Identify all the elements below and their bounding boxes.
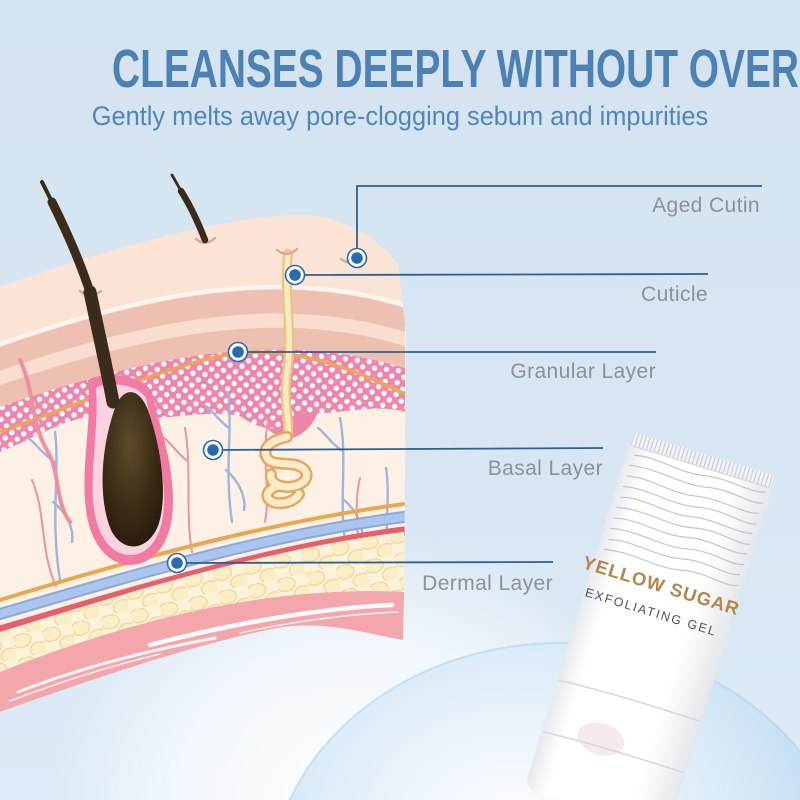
label-cuticle: Cuticle <box>641 283 708 306</box>
blood-vessels-thick <box>0 502 406 635</box>
label-dermal-layer: Dermal Layer <box>422 572 553 595</box>
leader-lines <box>176 185 762 564</box>
hair-follicle <box>84 375 174 565</box>
marker-dot-cuticle <box>284 264 306 286</box>
hair <box>40 173 209 409</box>
fat-layer <box>0 532 404 672</box>
page-title: CLEANSES DEEPLY WITHOUT OVER-DRYING <box>112 39 800 99</box>
muscle-layer <box>0 591 405 712</box>
marker-dots <box>166 247 368 574</box>
leader-line-cuticle <box>295 273 709 276</box>
cuticle-band-1 <box>0 289 405 371</box>
marker-dot-basal <box>202 439 224 461</box>
label-granular-layer: Granular Layer <box>510 360 656 383</box>
leader-line-aged-cutin <box>356 185 762 250</box>
tube-wavy-lines <box>603 454 766 587</box>
sweat-gland <box>259 249 313 510</box>
page-subtitle: Gently melts away pore-clogging sebum an… <box>91 101 709 131</box>
light-band <box>0 313 405 385</box>
skin-cross-section <box>0 173 406 712</box>
leader-line-basal <box>212 447 604 451</box>
leader-line-dermal <box>176 561 554 564</box>
product-tube: YELLOW SUGAR EXFOLIATING GEL <box>527 432 775 800</box>
label-aged-cutin: Aged Cutin <box>652 194 760 217</box>
marker-dot-dermal <box>166 552 188 574</box>
cuticle-band-2 <box>0 327 405 407</box>
label-basal-layer: Basal Layer <box>487 457 603 480</box>
marker-dot-aged-cutin <box>346 247 368 269</box>
marker-dot-granular <box>227 341 249 363</box>
tube-cap <box>543 679 700 774</box>
